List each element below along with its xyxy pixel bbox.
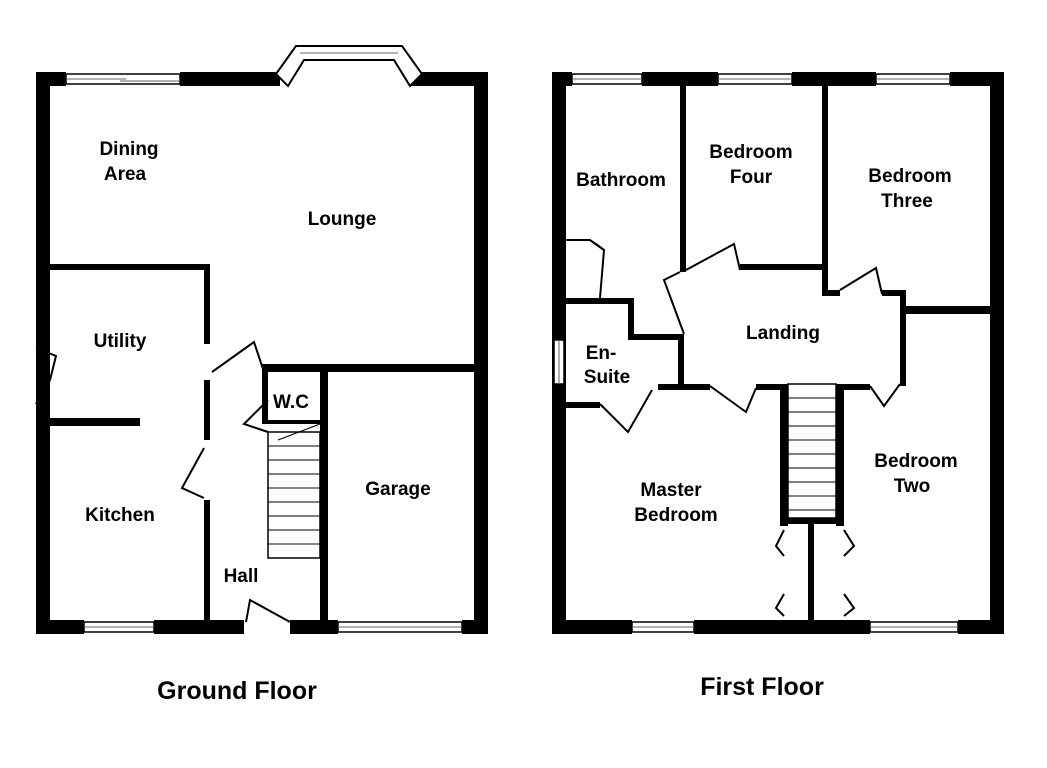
ff-bedroom-three-door [839, 266, 883, 295]
gf-north-wall [36, 72, 66, 86]
room-label-utility: Utility [94, 331, 147, 352]
room-label-bedroom-two-line2: Two [894, 476, 931, 497]
gf-internal-wall [48, 418, 140, 426]
gf-kitchen-window [83, 621, 155, 633]
ff-internal-wall [658, 384, 684, 390]
gf-staircase [267, 423, 321, 559]
ff-bath [566, 239, 606, 299]
ff-wardrobe-door [843, 529, 856, 557]
gf-internal-wall [204, 500, 210, 622]
ff-internal-wall [756, 384, 786, 390]
ff-internal-wall [900, 290, 906, 386]
gf-internal-wall [262, 364, 268, 424]
ff-internal-wall [840, 384, 870, 390]
ff-south-wall [958, 620, 1004, 634]
gf-wc-door [242, 399, 269, 433]
ff-bedroom-four-window [717, 73, 793, 85]
ff-bathroom-door [662, 271, 685, 335]
ff-east-wall [990, 72, 1004, 634]
gf-garage-door [337, 621, 463, 633]
gf-south-wall [462, 620, 488, 634]
gf-south-wall [154, 620, 244, 634]
room-label-landing: Landing [746, 323, 820, 344]
room-label-garage: Garage [365, 479, 430, 500]
room-label-master-bedroom-line1: Master [640, 480, 702, 501]
ff-en-suite-window [553, 339, 565, 385]
ff-internal-wall [822, 290, 840, 296]
ground-floor-title: Ground Floor [157, 677, 317, 705]
ff-internal-wall [822, 86, 828, 296]
room-label-bedroom-four-line2: Four [730, 167, 773, 188]
ff-wardrobe-door [843, 593, 856, 617]
ff-internal-wall [684, 384, 710, 390]
gf-south-wall [290, 620, 338, 634]
room-label-master-bedroom-line2: Bedroom [634, 505, 717, 526]
ff-internal-wall [678, 334, 684, 390]
room-label-en-suite-line2: Suite [584, 367, 630, 388]
gf-bay-window [274, 45, 424, 88]
ff-bedroom-two-door [869, 383, 901, 408]
gf-west-wall [36, 72, 50, 634]
gf-lounge-door [211, 340, 265, 373]
gf-internal-wall [204, 264, 210, 344]
ff-staircase [787, 383, 837, 519]
gf-internal-wall [262, 364, 480, 372]
first-floor-plan: Bathroom Bedroom Four Bedroom Three Land… [552, 72, 1004, 701]
gf-internal-wall [266, 420, 324, 424]
room-label-dining-area-line1: Dining [99, 139, 158, 160]
ff-wardrobe-door [774, 529, 785, 557]
ff-internal-wall [836, 384, 844, 526]
ff-master-bedroom-door [709, 385, 757, 414]
room-label-bedroom-three-line1: Bedroom [868, 166, 951, 187]
ff-bedroom-three-window [875, 73, 951, 85]
room-label-bedroom-two-line1: Bedroom [874, 451, 957, 472]
ff-master-bedroom-window [631, 621, 695, 633]
ff-internal-wall [628, 298, 634, 340]
ff-bathroom-window [571, 73, 643, 85]
ff-internal-wall [564, 402, 600, 408]
room-label-lounge: Lounge [308, 209, 377, 230]
first-floor-title: First Floor [700, 673, 824, 701]
gf-side-door [35, 347, 58, 405]
gf-east-wall [474, 72, 488, 634]
gf-kitchen-door [180, 447, 205, 499]
ff-internal-wall [900, 306, 994, 314]
ff-bedroom-two-window [869, 621, 959, 633]
ff-internal-wall [680, 86, 686, 272]
gf-internal-wall [204, 380, 210, 440]
room-label-hall: Hall [224, 566, 259, 587]
ff-north-wall [950, 72, 1004, 86]
ground-floor-plan: Dining Area Lounge Utility Kitchen W.C G… [35, 45, 488, 705]
gf-south-wall [36, 620, 84, 634]
gf-sliding-door [65, 73, 181, 85]
ff-internal-wall [808, 518, 814, 622]
ff-en-suite-door [599, 389, 653, 434]
ff-north-wall [552, 72, 572, 86]
ff-internal-wall [628, 334, 684, 340]
room-label-en-suite-line1: En- [586, 343, 617, 364]
ff-internal-wall [564, 298, 634, 304]
gf-internal-wall [320, 364, 328, 622]
ff-south-wall [552, 620, 632, 634]
ff-internal-wall [882, 290, 906, 296]
room-label-bathroom: Bathroom [576, 170, 666, 191]
room-label-bedroom-three-line2: Three [881, 191, 933, 212]
room-label-dining-area-line2: Area [104, 164, 147, 185]
gf-front-door [245, 598, 291, 623]
gf-north-wall [180, 72, 280, 86]
ff-south-wall [694, 620, 870, 634]
ff-bedroom-four-door [685, 242, 741, 271]
ff-wardrobe-door [774, 593, 785, 617]
ff-internal-wall [740, 264, 826, 270]
room-label-wc: W.C [273, 392, 309, 413]
ff-north-wall [642, 72, 718, 86]
ff-internal-wall [780, 384, 788, 526]
room-label-kitchen: Kitchen [85, 505, 155, 526]
ff-north-wall [792, 72, 876, 86]
room-label-bedroom-four-line1: Bedroom [709, 142, 792, 163]
gf-north-wall [410, 72, 488, 86]
gf-internal-wall [48, 264, 210, 270]
